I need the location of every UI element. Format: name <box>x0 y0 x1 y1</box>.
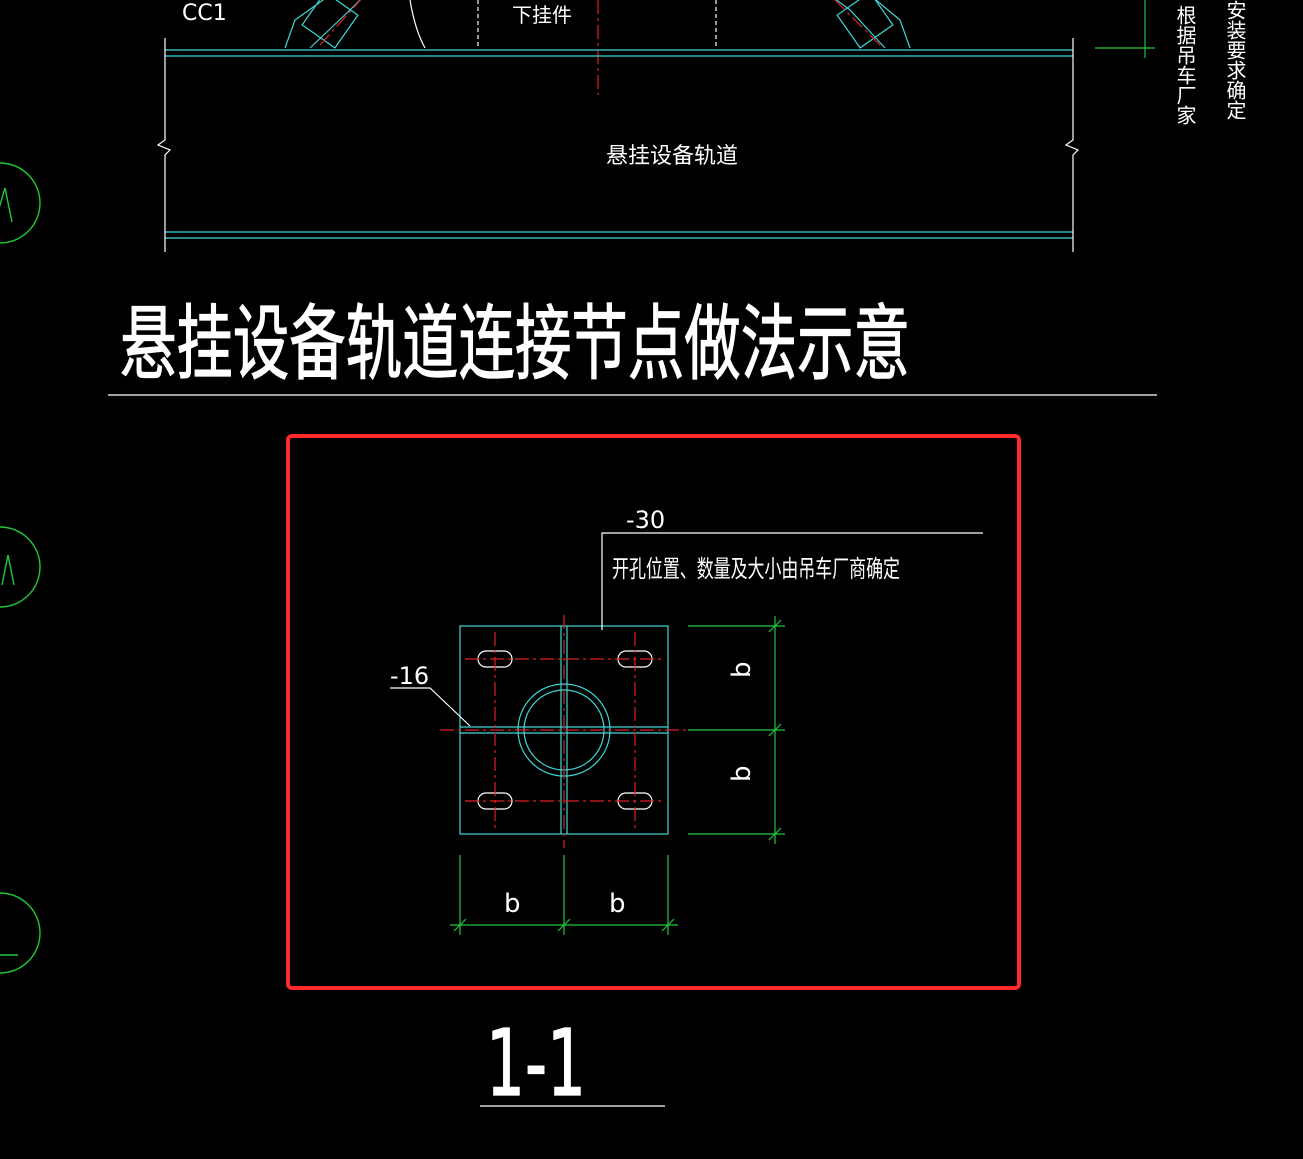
grid-bubbles <box>0 162 41 974</box>
hole-note-label: 开孔位置、数量及大小由吊车厂商确定 <box>612 555 900 583</box>
grid-bubble-m <box>0 526 41 608</box>
right-note-2: 安装要求确定 <box>1223 0 1247 120</box>
track-label: 悬挂设备轨道 <box>606 144 738 169</box>
lower-hanger-label: 下挂件 <box>512 3 572 27</box>
cc1-label: CC1 <box>182 1 227 26</box>
section-label: 1-1 <box>486 1010 586 1117</box>
drawing-title: 悬挂设备轨道连接节点做法示意 <box>120 297 910 392</box>
section-detail <box>390 532 983 935</box>
grid-bubble-n <box>0 162 41 244</box>
plate-thickness-label: -30 <box>626 506 665 534</box>
grid-bubble-l <box>0 892 41 974</box>
stiffener-thickness-label: -16 <box>390 662 429 690</box>
dimension-b-right-bottom: b <box>727 765 757 782</box>
dimension-b-bottom-left: b <box>504 889 521 919</box>
right-note-1: 根据吊车厂家 <box>1173 5 1197 125</box>
dimension-b-bottom-right: b <box>609 889 626 919</box>
highlight-frame <box>286 434 1021 990</box>
dimension-b-right-top: b <box>727 661 757 678</box>
track-elevation <box>156 0 1155 252</box>
